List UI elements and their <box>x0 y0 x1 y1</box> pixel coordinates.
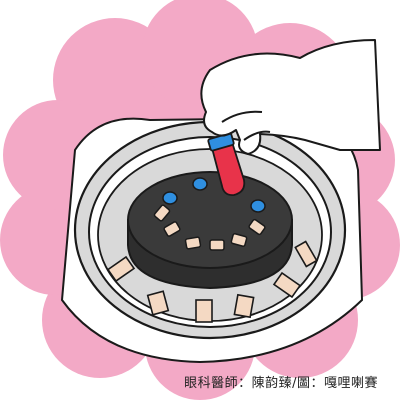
rotor <box>127 171 293 290</box>
blue-tube-caps <box>162 177 266 213</box>
rotor-tube-holes <box>153 204 266 251</box>
bowl-slots <box>106 240 318 323</box>
credit-text: 眼科醫師：陳韵臻/圖：嘎哩喇賽 <box>184 376 378 391</box>
illustration-credit: 眼科醫師：陳韵臻/圖：嘎哩喇賽 <box>184 372 378 391</box>
sample-tube <box>207 132 246 196</box>
hand <box>200 39 381 155</box>
